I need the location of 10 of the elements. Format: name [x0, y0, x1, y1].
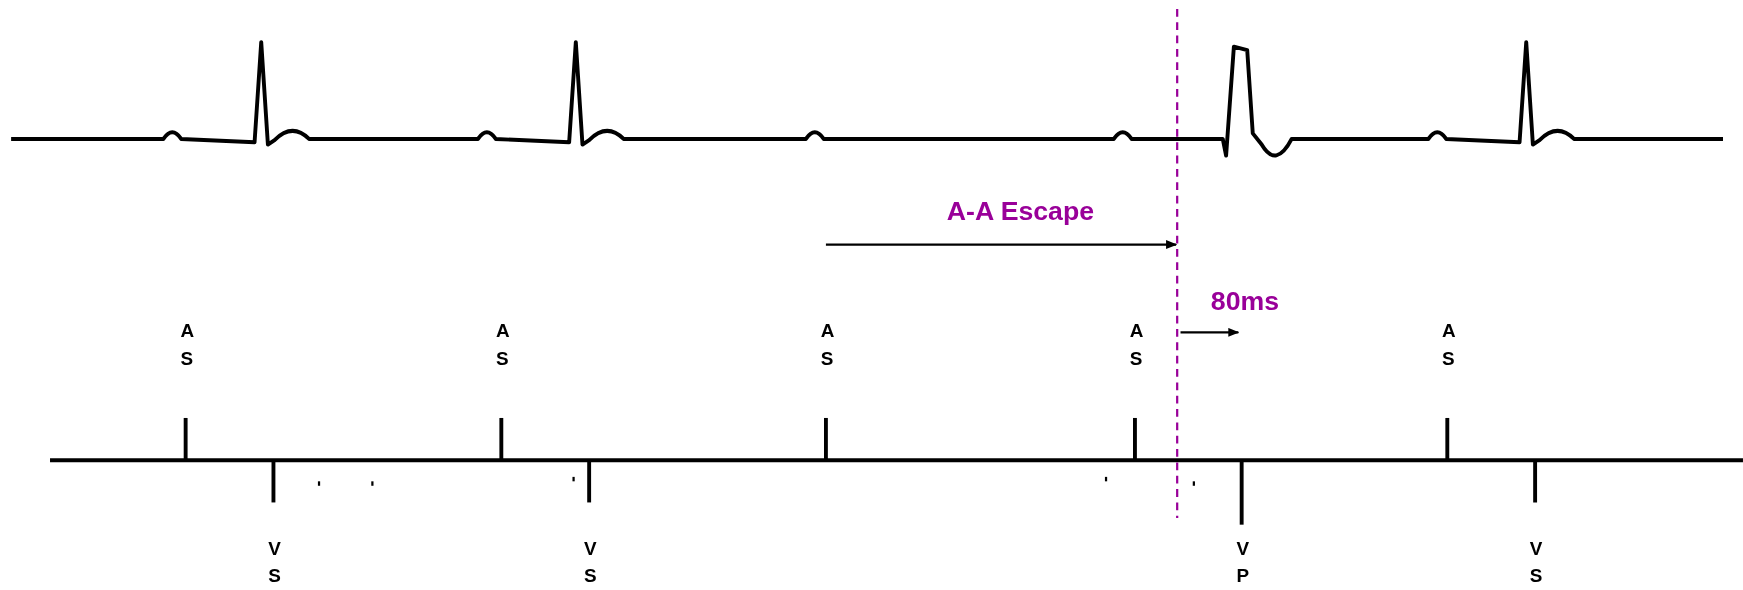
- interval-label: 80ms: [1210, 285, 1280, 317]
- interval-label: A-A Escape: [946, 195, 1095, 227]
- marker-label: V P: [1236, 537, 1247, 589]
- marker-label: A S: [1442, 319, 1453, 372]
- marker-label: A S: [820, 319, 832, 372]
- marker-label: V S: [1529, 537, 1541, 589]
- marker-label: A S: [496, 319, 507, 372]
- marker-label: V S: [583, 537, 595, 589]
- marker-label: A S: [1129, 319, 1141, 372]
- marker-label: V S: [268, 537, 279, 589]
